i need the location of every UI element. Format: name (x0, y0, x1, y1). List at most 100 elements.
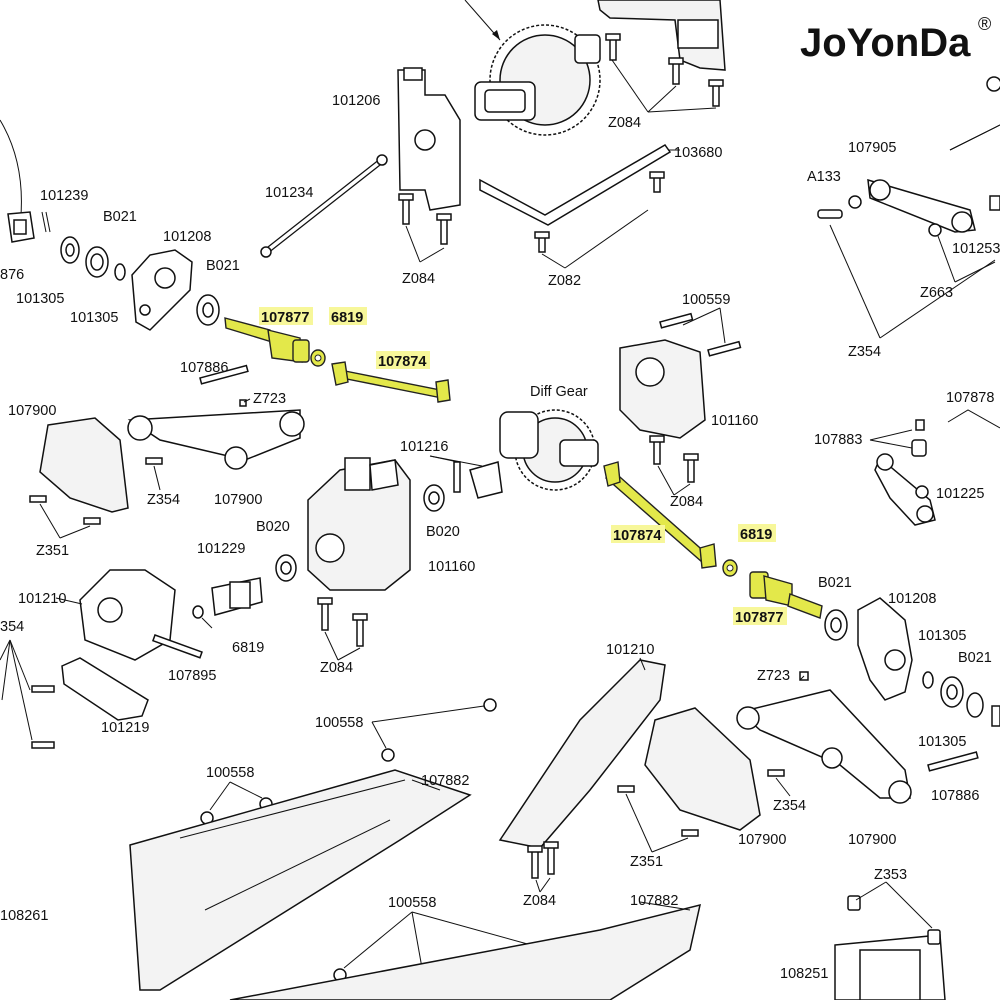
label-107900-b: 107900 (214, 492, 262, 508)
label-b021-b: B021 (206, 258, 240, 274)
label-z084-d: Z084 (320, 660, 353, 676)
part-107882-bottom (229, 901, 701, 1000)
label-101305-b: 101305 (70, 310, 118, 326)
part-101208-right (824, 597, 1000, 727)
label-100558-c: 100558 (388, 895, 436, 911)
left-hub-parts (7, 211, 220, 331)
label-103680: 103680 (674, 145, 722, 161)
part-101210-left (55, 569, 203, 661)
label-z351-b: Z351 (630, 854, 663, 870)
label-108261: 108261 (0, 908, 48, 924)
screw-set-left-mid (29, 457, 163, 539)
label-z354-b: Z354 (147, 492, 180, 508)
label-101305-c: 101305 (918, 628, 966, 644)
label-107883: 107883 (814, 432, 862, 448)
label-876: 876 (0, 267, 24, 283)
label-z723-a: Z723 (253, 391, 286, 407)
label-101208-a: 101208 (163, 229, 211, 245)
screw-set-z084-left-mid (317, 597, 368, 661)
label-a133: A133 (807, 169, 841, 185)
label-diff-gear: Diff Gear (530, 384, 588, 400)
label-107877-a: 107877 (261, 310, 309, 326)
label-101305-a: 101305 (16, 291, 64, 307)
label-b021-c: B021 (818, 575, 852, 591)
label-107877-b: 107877 (735, 610, 783, 626)
screw-set-z084-center-right (649, 435, 699, 496)
label-101305-d: 101305 (918, 734, 966, 750)
label-b020-b: B020 (256, 519, 290, 535)
part-108251 (834, 881, 946, 1000)
label-107886-b: 107886 (931, 788, 979, 804)
label-354: 354 (0, 619, 24, 635)
label-108251: 108251 (780, 966, 828, 982)
label-z354-a: Z354 (848, 344, 881, 360)
label-6819-b: 6819 (740, 527, 772, 543)
label-b020-a: B020 (426, 524, 460, 540)
part-101206 (397, 67, 461, 211)
screw-set-354-left (0, 639, 55, 749)
label-107886-a: 107886 (180, 360, 228, 376)
part-101219 (61, 657, 149, 721)
label-107874-a: 107874 (378, 354, 426, 370)
label-100558-a: 100558 (315, 715, 363, 731)
label-101210-a: 101210 (18, 591, 66, 607)
part-101160-right (619, 307, 742, 439)
label-z353: Z353 (874, 867, 907, 883)
label-107900-c: 107900 (738, 832, 786, 848)
label-z084-b: Z084 (608, 115, 641, 131)
label-z084-e: Z084 (523, 893, 556, 909)
label-107874-b: 107874 (613, 528, 661, 544)
label-z351-a: Z351 (36, 543, 69, 559)
label-107900-a: 107900 (8, 403, 56, 419)
label-101234: 101234 (265, 185, 313, 201)
housing-window (677, 19, 719, 49)
diff-gear (499, 409, 599, 491)
label-107900-d: 107900 (848, 832, 896, 848)
label-z082: Z082 (548, 273, 581, 289)
label-101206: 101206 (332, 93, 380, 109)
label-101225: 101225 (936, 486, 984, 502)
right-linkage-parts (869, 409, 1000, 526)
label-101253: 101253 (952, 241, 1000, 257)
label-101160-b: 101160 (428, 559, 475, 575)
highlighted-part-labels: 107877 6819 107874 107874 6819 107877 (259, 307, 787, 626)
part-number-labels: 101206 101234 101239 B021 876 101305 101… (0, 93, 1000, 982)
screw-set-z351-right (617, 785, 699, 853)
label-101208-b: 101208 (888, 591, 936, 607)
label-107895: 107895 (168, 668, 216, 684)
part-107900-cover-left (39, 417, 129, 513)
part-101216 (429, 455, 503, 499)
label-b021-a: B021 (103, 209, 137, 225)
highlighted-right-axle (603, 461, 823, 619)
highlighted-left-axle (224, 317, 451, 403)
part-107900-right (736, 671, 979, 804)
part-103680 (479, 144, 672, 226)
label-z084-c: Z084 (670, 494, 703, 510)
screw-set-z084-bottom (527, 841, 559, 893)
registered-mark: ® (978, 14, 991, 34)
screw-set-z084-top (605, 33, 724, 113)
part-107900-cover-right (644, 707, 761, 831)
label-107882-a: 107882 (421, 773, 469, 789)
label-z663: Z663 (920, 285, 953, 301)
label-101229: 101229 (197, 541, 245, 557)
top-spur-gear-assembly (464, 0, 601, 136)
part-107900-left (127, 364, 305, 470)
label-6819-c: 6819 (232, 640, 264, 656)
part-101160-center (307, 457, 411, 591)
part-101234 (260, 154, 388, 258)
label-b021-d: B021 (958, 650, 992, 666)
part-107882-left (129, 769, 472, 991)
label-107882-b: 107882 (630, 893, 678, 909)
brand-name: JoYonDa (800, 21, 971, 65)
label-101219: 101219 (101, 720, 149, 736)
screw-set-z084-left (398, 193, 452, 263)
part-107905 (817, 76, 1000, 339)
label-6819-a: 6819 (331, 310, 363, 326)
label-100558-b: 100558 (206, 765, 254, 781)
label-107905: 107905 (848, 140, 896, 156)
label-z084-a: Z084 (402, 271, 435, 287)
label-107878: 107878 (946, 390, 994, 406)
part-101210-right (498, 659, 666, 849)
